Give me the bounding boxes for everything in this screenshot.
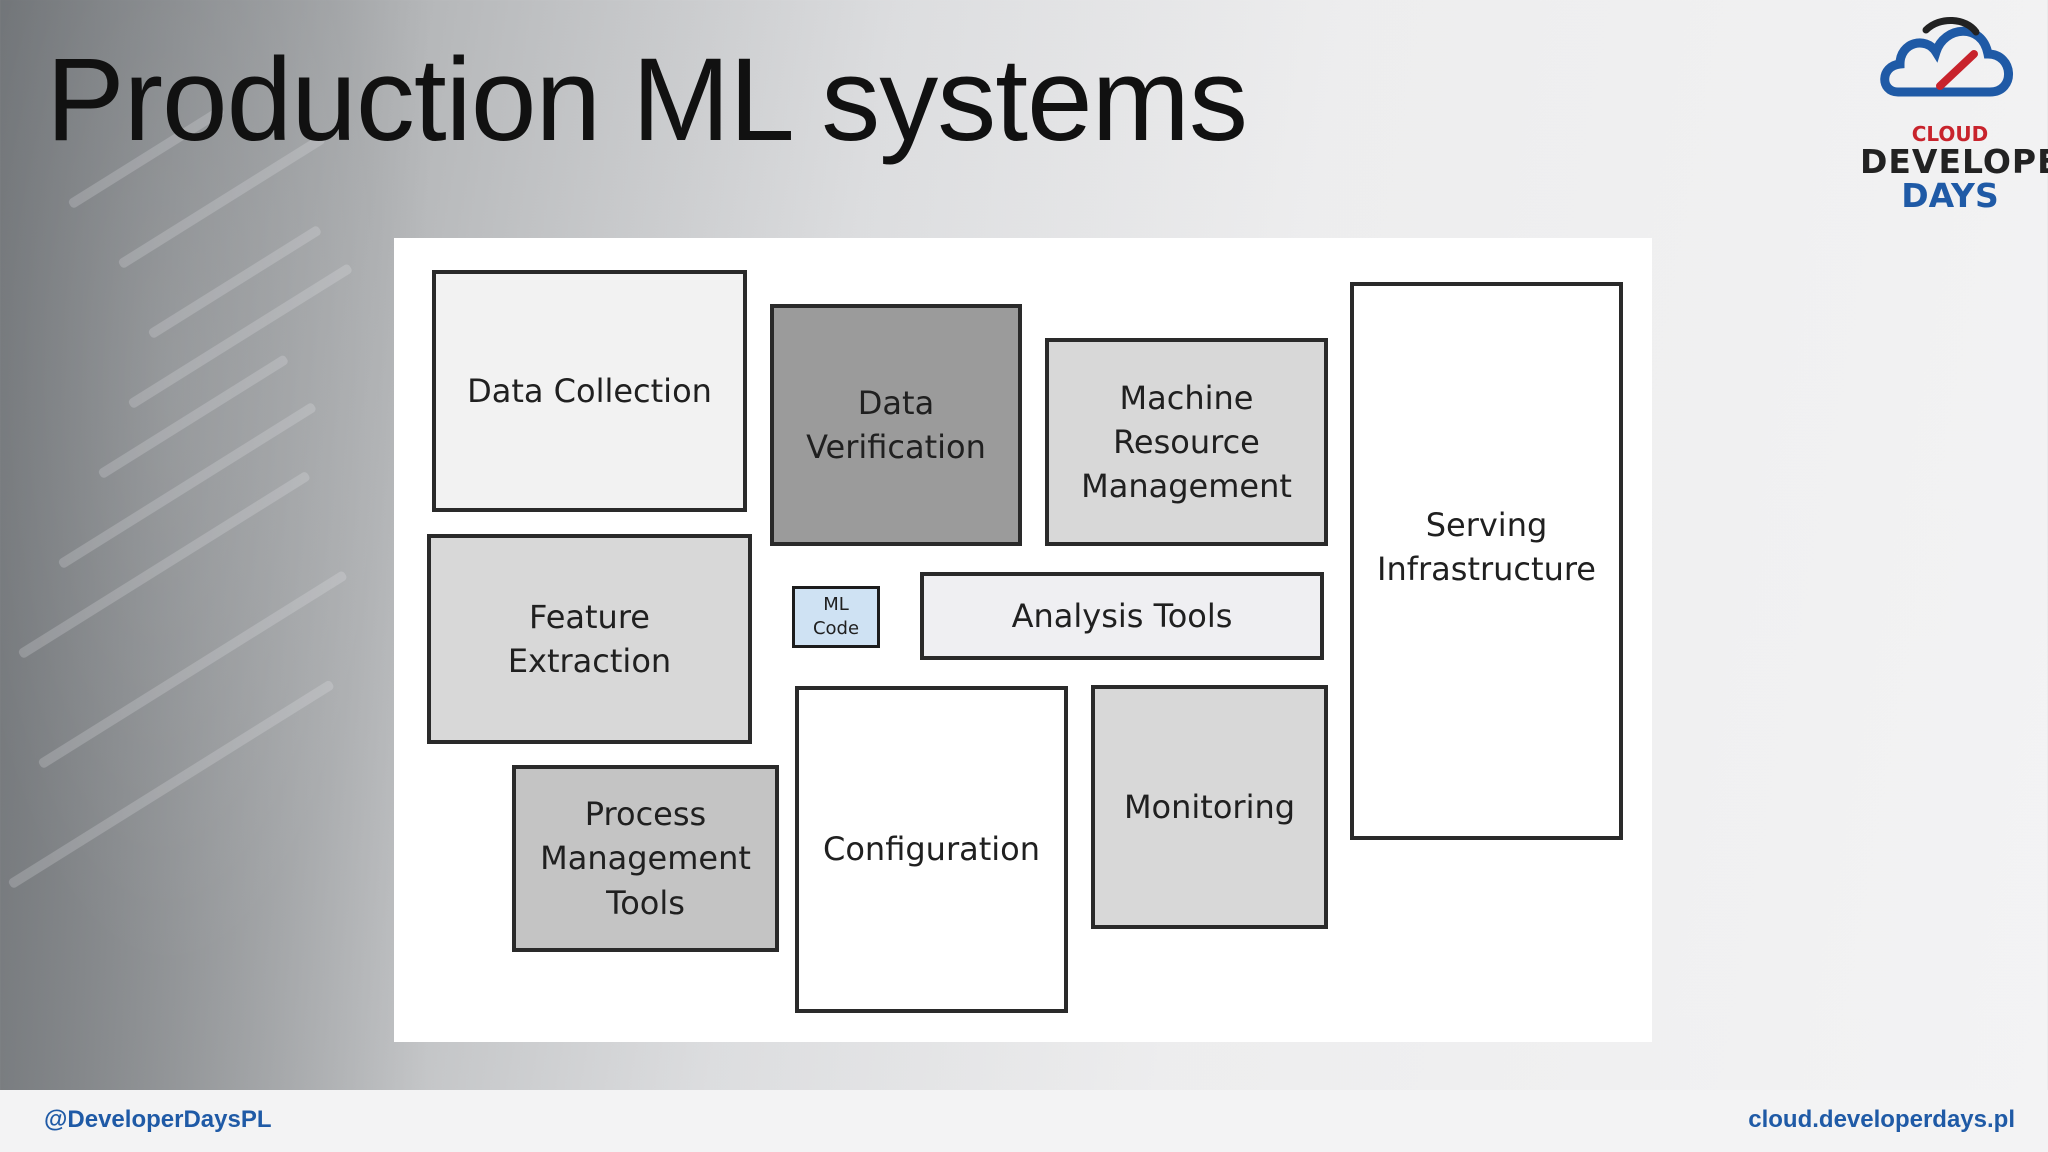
box-label: Data Collection [467, 371, 712, 410]
logo-text-days: DAYS [1901, 176, 1999, 215]
logo-text-developer: DEVELOPER [1860, 142, 2048, 181]
code-background [0, 0, 430, 1090]
box-machine-resource-management: Machine Resource Management [1045, 338, 1328, 546]
cloud-logo-icon [1880, 17, 2013, 97]
box-label: Machine Resource Management [1081, 378, 1292, 506]
twitter-handle: @DeveloperDaysPL [44, 1106, 272, 1133]
box-label: Data Verification [806, 383, 986, 466]
box-feature-extraction: Feature Extraction [427, 534, 752, 744]
box-label: Monitoring [1123, 787, 1296, 826]
slide-title: Production ML systems [46, 34, 1248, 166]
box-label: Analysis Tools [1011, 596, 1233, 635]
box-label: ML Code [812, 593, 860, 639]
box-process-management-tools: Process Management Tools [512, 765, 779, 952]
box-label: Serving Infrastructure [1377, 505, 1596, 588]
footer-bar: @DeveloperDaysPL cloud.developerdays.pl [0, 1090, 2048, 1152]
box-monitoring: Monitoring [1091, 685, 1328, 929]
box-label: Process Management Tools [540, 795, 751, 922]
website-url: cloud.developerdays.pl [1748, 1106, 2015, 1133]
box-data-verification: Data Verification [770, 304, 1022, 546]
box-serving-infrastructure: Serving Infrastructure [1350, 282, 1623, 840]
cloud-developer-days-logo: CLOUD DEVELOPER DAYS [1860, 14, 2048, 215]
logo-text-cloud: CLOUD [1911, 122, 1989, 146]
box-label: Feature Extraction [507, 597, 672, 680]
diagram-panel: Data Collection Data Verification Machin… [394, 238, 1652, 1042]
box-configuration: Configuration [795, 686, 1068, 1013]
box-label: Configuration [822, 830, 1040, 869]
box-data-collection: Data Collection [432, 270, 747, 512]
box-ml-code: ML Code [792, 586, 880, 648]
box-analysis-tools: Analysis Tools [920, 572, 1324, 660]
